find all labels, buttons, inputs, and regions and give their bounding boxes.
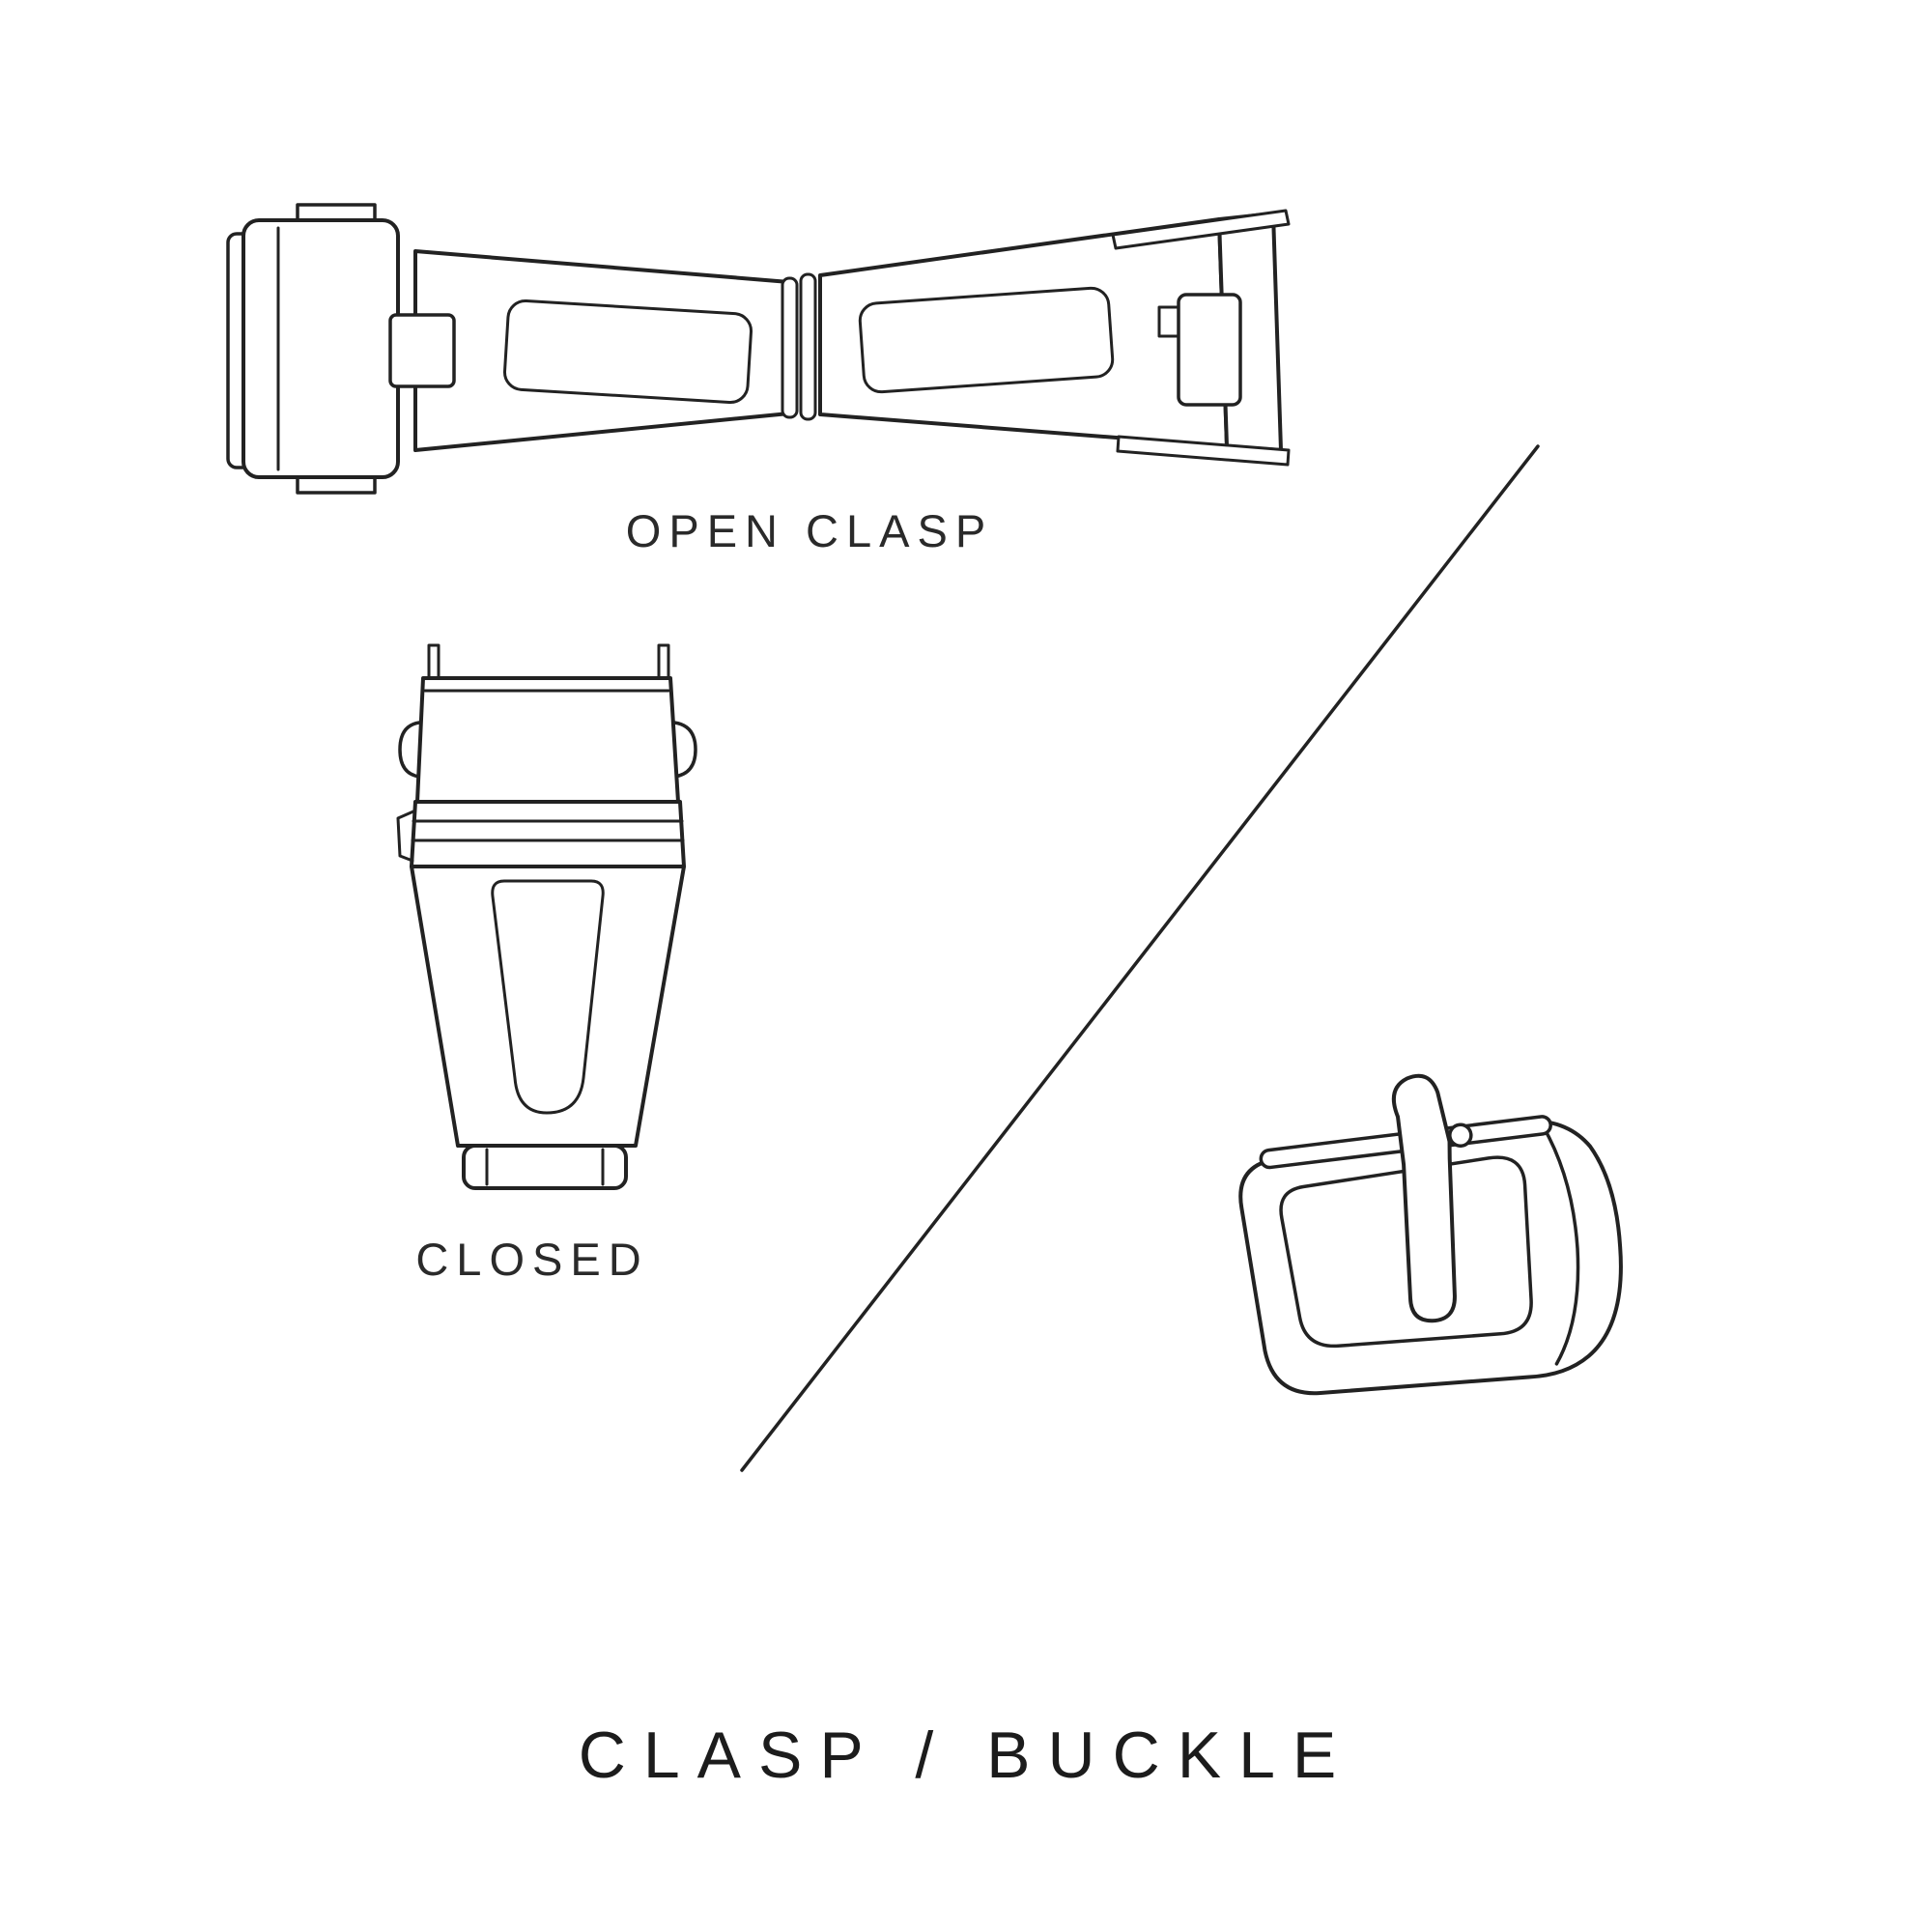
open-clasp-right-window [858,286,1115,394]
diagonal-divider-line [740,444,1540,1472]
open-clasp-label: OPEN CLASP [625,505,994,556]
closed-clasp-band-notch [396,810,415,863]
closed-clasp-band [410,800,686,868]
buckle-inner-window [1279,1155,1533,1349]
closed-clasp-pin-right [657,643,670,682]
open-clasp-hinge-bar-left [781,276,799,419]
page-title: CLASP / BUCKLE [578,1719,1354,1792]
closed-clasp-inner-window [491,879,605,1115]
tang-buckle-illustration-icon [1238,1073,1623,1396]
open-clasp-hinge-bar-right [799,272,817,421]
open-clasp-left-block [242,218,400,479]
closed-clasp-foot [462,1144,628,1190]
open-clasp-top-flange [1111,209,1291,250]
open-clasp-hook-slot [388,313,456,388]
open-clasp-illustration-icon [226,203,1291,495]
buckle-right-thickness-line [1541,1124,1580,1366]
closed-clasp-pin-left [427,643,440,682]
open-clasp-block-top-tab [296,203,377,222]
open-clasp-bottom-flange [1116,435,1291,467]
open-clasp-catch-lip [1157,305,1180,338]
buckle-pin-head [1448,1122,1473,1149]
buckle-prong [1391,1073,1457,1323]
open-clasp-left-window [502,298,753,405]
closed-clasp-label: CLOSED [415,1234,649,1285]
closed-clasp-side-bump-right [672,721,697,779]
open-clasp-block-bottom-tab [296,475,377,495]
closed-clasp-top-block [415,676,680,804]
closed-clasp-side-bump-left [398,721,421,779]
open-clasp-catch [1177,293,1242,407]
closed-clasp-illustration-icon [396,643,697,1190]
